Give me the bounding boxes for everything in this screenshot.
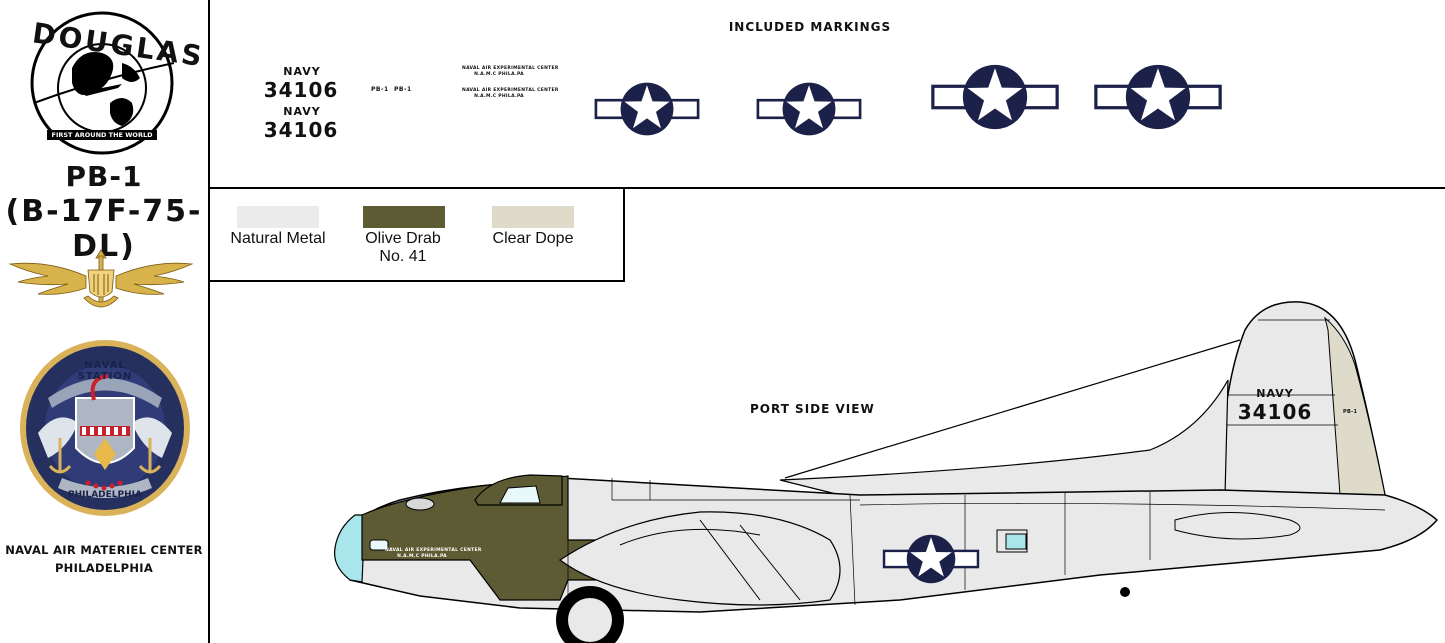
legend-swatch-natural-metal [237, 206, 319, 228]
marking-serial-2: 34106 [263, 118, 339, 142]
seal-top-text: NAVAL STATION [77, 360, 133, 382]
legend-box-right [623, 187, 625, 282]
marking-center-line1-a: NAVAL AIR EXPERIMENTAL CENTER [462, 66, 559, 71]
insignia-large-1 [930, 62, 1060, 132]
marking-center-line1-b: NAVAL AIR EXPERIMENTAL CENTER [462, 88, 559, 93]
nose-center-line2: N.A.M.C PHILA.PA [397, 554, 447, 559]
legend-label-clear-dope: Clear Dope [492, 230, 574, 247]
insignia-small-1 [594, 81, 700, 137]
aircraft-port-side-drawing [333, 301, 1439, 643]
tail-navy-label: NAVY [1256, 387, 1294, 400]
legend-box-bottom [208, 280, 625, 282]
sidebar-divider [208, 0, 210, 643]
marking-center-line2-b: N.A.M.C PHILA.PA [474, 94, 524, 99]
marking-type-code-1: PB-1 [371, 86, 389, 93]
rudder-type-code: PB-1 [1343, 409, 1358, 415]
markings-title: INCLUDED MARKINGS [728, 20, 892, 34]
nose-center-line1: NAVAL AIR EXPERIMENTAL CENTER [385, 548, 482, 553]
insignia-large-2 [1093, 62, 1223, 132]
unit-name-line1: NAVAL AIR MATERIEL CENTER [5, 543, 203, 557]
legend-swatch-clear-dope [492, 206, 574, 228]
aircraft-model: PB-1 [65, 160, 143, 193]
tail-serial: 34106 [1237, 400, 1313, 424]
marking-serial-1: 34106 [263, 78, 339, 102]
legend-label-natural-metal: Natural Metal [230, 230, 326, 247]
logo-tagline: FIRST AROUND THE WORLD [47, 130, 157, 140]
marking-center-line2-a: N.A.M.C PHILA.PA [474, 72, 524, 77]
naval-station-seal-icon: NAVAL STATION PHILADELPHIA [18, 338, 192, 518]
marking-type-code-2: PB-1 [394, 86, 412, 93]
unit-name-line2: PHILADELPHIA [54, 561, 154, 575]
view-title: PORT SIDE VIEW [750, 402, 875, 416]
naval-aviator-wings-icon [8, 246, 194, 322]
markings-insignia-set [594, 62, 1223, 137]
marking-navy-label-2: NAVY [283, 105, 321, 118]
markings-divider [208, 187, 1445, 189]
seal-bottom-text: PHILADELPHIA [68, 490, 142, 500]
insignia-small-2 [756, 81, 862, 137]
legend-swatch-olive-drab [363, 206, 445, 228]
marking-navy-label-1: NAVY [283, 65, 321, 78]
douglas-logo: DOUGLAS FIRST AROUND THE WORLD [22, 8, 207, 158]
